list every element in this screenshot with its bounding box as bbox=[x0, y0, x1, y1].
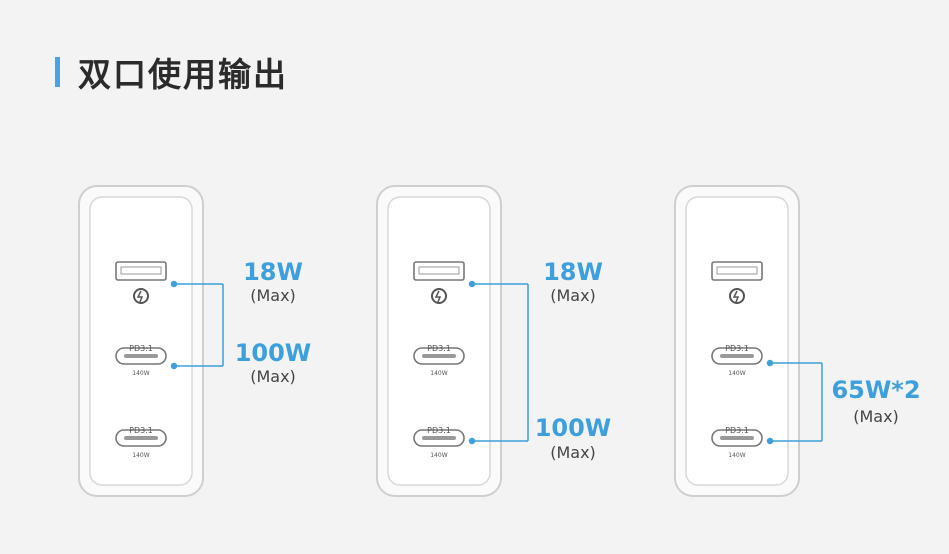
power-label: 65W*2 bbox=[831, 376, 921, 404]
power-label: 18W bbox=[543, 258, 603, 286]
svg-text:PD3.1: PD3.1 bbox=[725, 426, 749, 435]
usb-a-port-icon bbox=[711, 261, 763, 281]
max-label: (Max) bbox=[250, 286, 296, 305]
power-label: 100W bbox=[234, 339, 312, 367]
svg-text:PD3.1: PD3.1 bbox=[129, 426, 153, 435]
quick-charge-icon bbox=[729, 288, 745, 304]
charger-front-icon: PD3.1 140W PD3.1 140W bbox=[674, 185, 823, 497]
usb-c-port-icon: PD3.1 140W bbox=[413, 344, 465, 377]
svg-text:140W: 140W bbox=[132, 370, 149, 377]
usb-c-port-icon: PD3.1 140W bbox=[711, 344, 763, 377]
svg-text:140W: 140W bbox=[728, 452, 745, 459]
power-label: 100W bbox=[534, 414, 612, 442]
power-label: 18W bbox=[243, 258, 303, 286]
svg-text:PD3.1: PD3.1 bbox=[427, 426, 451, 435]
connector-line bbox=[468, 280, 529, 445]
quick-charge-icon bbox=[431, 288, 447, 304]
title-accent-bar bbox=[55, 57, 60, 87]
quick-charge-icon bbox=[133, 288, 149, 304]
charger-front-icon: PD3.1 140W PD3.1 140W bbox=[78, 185, 224, 497]
max-label: (Max) bbox=[250, 367, 296, 386]
svg-text:140W: 140W bbox=[430, 370, 447, 377]
max-label: (Max) bbox=[853, 407, 899, 426]
charger-panel-3: PD3.1 140W PD3.1 140W 65W*2 (Max) bbox=[674, 185, 934, 505]
svg-text:140W: 140W bbox=[430, 452, 447, 459]
usb-a-port-icon bbox=[413, 261, 465, 281]
svg-text:140W: 140W bbox=[728, 370, 745, 377]
svg-text:PD3.1: PD3.1 bbox=[427, 344, 451, 353]
svg-text:PD3.1: PD3.1 bbox=[129, 344, 153, 353]
charger-panel-1: PD3.1 140W PD3.1 140W 18W (Max) 100W (Ma… bbox=[78, 185, 338, 505]
connector-line bbox=[766, 359, 823, 445]
connector-line bbox=[170, 280, 224, 370]
charger-panel-2: PD3.1 140W PD3.1 140W 18W (Max) 100W (Ma… bbox=[376, 185, 636, 505]
svg-text:140W: 140W bbox=[132, 452, 149, 459]
charger-front-icon: PD3.1 140W PD3.1 140W bbox=[376, 185, 529, 497]
usb-c-port-icon: PD3.1 140W bbox=[115, 426, 167, 459]
usb-c-port-icon: PD3.1 140W bbox=[711, 426, 763, 459]
page-title: 双口使用输出 bbox=[78, 55, 288, 94]
max-label: (Max) bbox=[550, 286, 596, 305]
usb-c-port-icon: PD3.1 140W bbox=[413, 426, 465, 459]
usb-c-port-icon: PD3.1 140W bbox=[115, 344, 167, 377]
usb-a-port-icon bbox=[115, 261, 167, 281]
svg-text:PD3.1: PD3.1 bbox=[725, 344, 749, 353]
max-label: (Max) bbox=[550, 443, 596, 462]
